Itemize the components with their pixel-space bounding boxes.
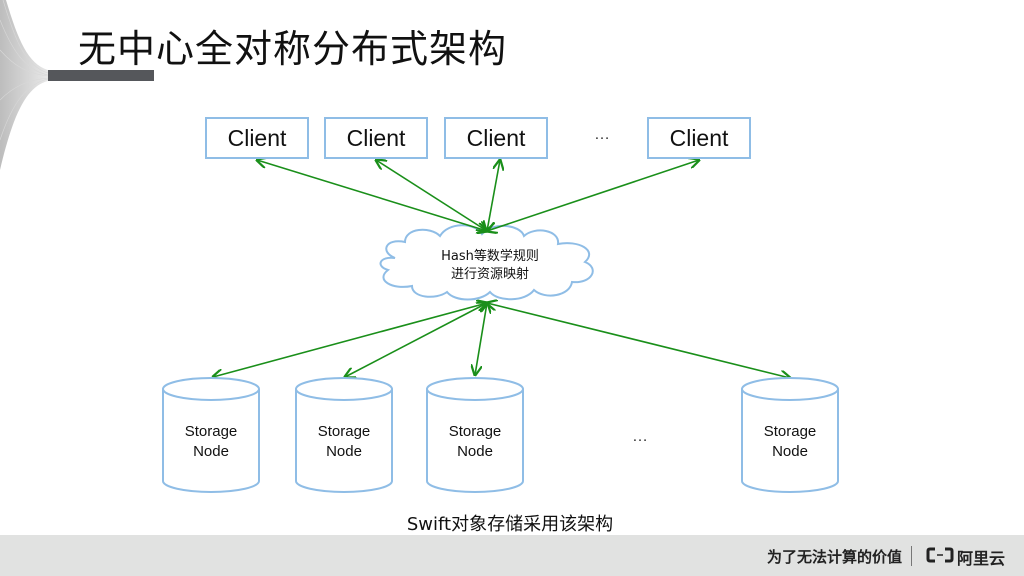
title-underline-bar (48, 70, 154, 81)
aliyun-logo-icon (926, 547, 954, 563)
bidirectional-arrow (345, 303, 487, 377)
hash-mapping-line1: Hash等数学规则 (441, 249, 539, 264)
bidirectional-arrow (475, 303, 487, 375)
storage-node-label: Storage Node (161, 422, 261, 462)
footer-slogan: 为了无法计算的价值 (766, 548, 902, 566)
storage-node-line2: Node (772, 443, 808, 460)
storage-node-line2: Node (193, 443, 229, 460)
storage-node-line1: Storage (448, 423, 502, 440)
client-label: Client (346, 124, 406, 151)
storage-node-line2: Node (457, 443, 493, 460)
client-box: Client (324, 117, 428, 159)
bidirectional-arrow (376, 160, 487, 231)
client-box: Client (444, 117, 548, 159)
client-label: Client (466, 124, 526, 151)
bidirectional-arrow (487, 160, 699, 231)
slide-title: 无中心全对称分布式架构 (78, 27, 508, 71)
nodes-ellipsis: … (632, 428, 649, 445)
bidirectional-arrow (213, 303, 487, 377)
footer-brand: 阿里云 (957, 549, 1006, 568)
clients-ellipsis: … (594, 126, 611, 143)
storage-node-cylinder (295, 377, 393, 493)
bidirectional-arrow (487, 303, 790, 378)
hash-mapping-label: Hash等数学规则 进行资源映射 (410, 248, 570, 284)
storage-node-label: Storage Node (425, 422, 525, 462)
hash-mapping-line2: 进行资源映射 (450, 267, 529, 282)
storage-node-label: Storage Node (740, 422, 840, 462)
footer-separator (911, 546, 912, 566)
bidirectional-arrow (257, 160, 487, 231)
storage-node-cylinder (741, 377, 839, 493)
storage-node-label: Storage Node (294, 422, 394, 462)
storage-node-cylinder (162, 377, 260, 493)
storage-node-line1: Storage (763, 423, 817, 440)
client-box: Client (647, 117, 751, 159)
footer-bar: 为了无法计算的价值 阿里云 (0, 535, 1024, 576)
storage-node-cylinder (426, 377, 524, 493)
client-label: Client (669, 124, 729, 151)
storage-node-line1: Storage (184, 423, 238, 440)
client-label: Client (227, 124, 287, 151)
storage-node-line1: Storage (317, 423, 371, 440)
storage-node-line2: Node (326, 443, 362, 460)
bidirectional-arrow (487, 160, 500, 231)
slide-caption: Swift对象存储采用该架构 (406, 514, 614, 535)
decorative-fan-graphic (0, 0, 49, 170)
client-box: Client (205, 117, 309, 159)
